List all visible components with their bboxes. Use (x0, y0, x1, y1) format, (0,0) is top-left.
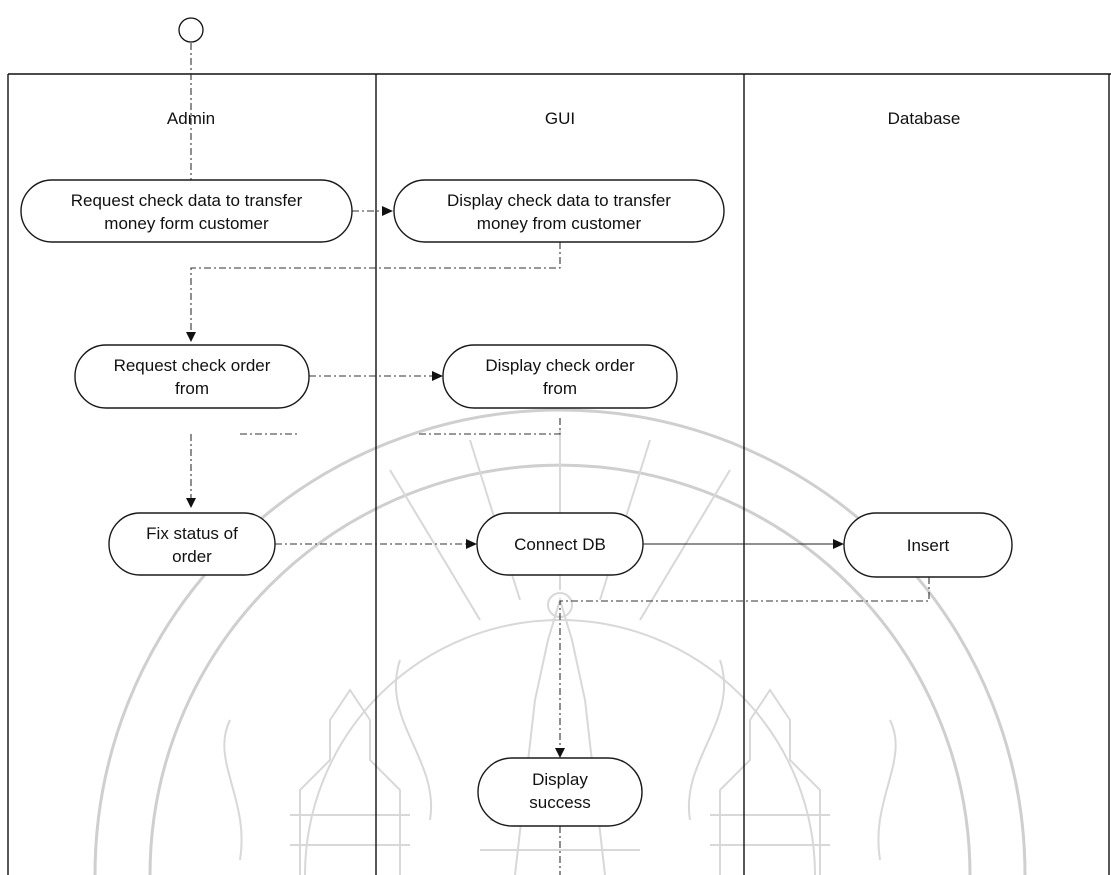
node-request-transfer: Request check data to transfer money for… (20, 179, 353, 243)
node-request-order: Request check order from (74, 344, 310, 409)
node-request-transfer-line1: Request check data to transfer (71, 191, 303, 210)
node-display-transfer-line1: Display check data to transfer (447, 191, 671, 210)
node-fix-status: Fix status of order (108, 512, 276, 576)
node-connect-db-label: Connect DB (514, 535, 606, 554)
node-connect-db: Connect DB (476, 512, 644, 576)
node-request-order-line1: Request check order (114, 356, 271, 375)
node-request-transfer-line2: money form customer (104, 214, 269, 233)
swimlane-frame (7, 73, 1111, 875)
node-display-success: Display success (477, 757, 643, 827)
lane-title-database: Database (888, 109, 961, 128)
node-display-order: Display check order from (442, 344, 678, 409)
node-display-transfer: Display check data to transfer money fro… (393, 179, 725, 243)
node-insert: Insert (843, 512, 1013, 578)
node-display-success-line2: success (529, 793, 590, 812)
node-display-order-line1: Display check order (485, 356, 635, 375)
node-display-order-line2: from (543, 379, 577, 398)
node-fix-status-line1: Fix status of (146, 524, 238, 543)
node-display-transfer-line2: money from customer (477, 214, 642, 233)
node-request-order-line2: from (175, 379, 209, 398)
flow-edges (186, 43, 930, 875)
initial-node-icon (178, 17, 204, 43)
node-insert-label: Insert (907, 536, 950, 555)
node-display-success-line1: Display (532, 770, 588, 789)
lane-title-gui: GUI (545, 109, 575, 128)
node-fix-status-line2: order (172, 547, 212, 566)
